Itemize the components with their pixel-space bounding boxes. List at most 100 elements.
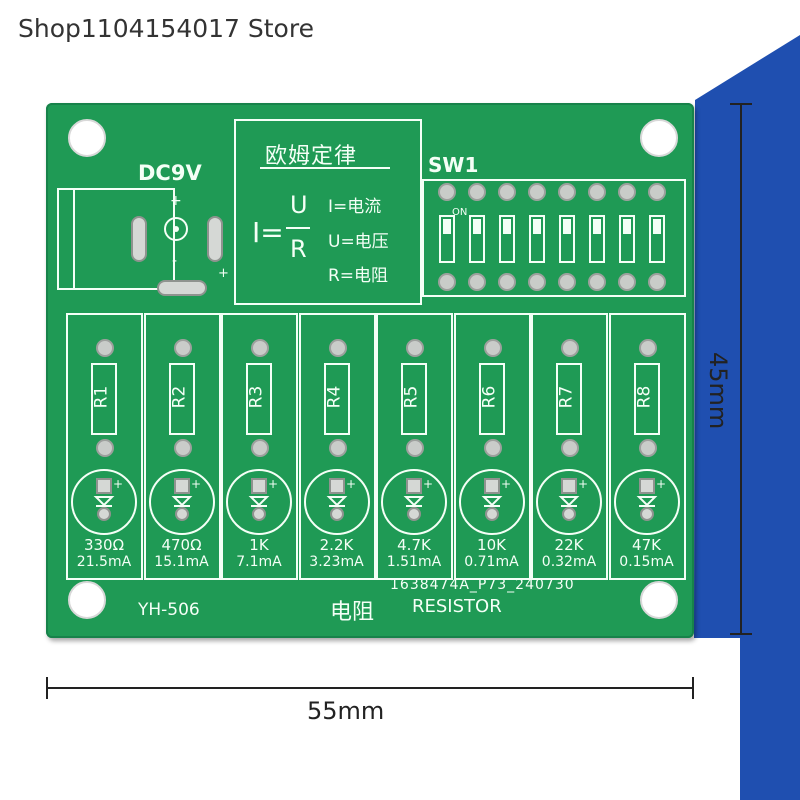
switch-label: SW1 (428, 153, 479, 177)
switch-pad (528, 273, 546, 291)
legend-voltage: U=电压 (328, 232, 389, 252)
ohms-law-box (234, 119, 422, 305)
switch-pad (648, 183, 666, 201)
svg-text:+: + (501, 477, 511, 491)
height-dimension-tick (730, 633, 752, 635)
resistor-pad (328, 339, 347, 357)
resistor-pad (96, 339, 114, 357)
pcb-board: DC9V + - + 欧姆定律 I= U R I=电流 U=电压 R=电阻 SW… (46, 103, 694, 638)
resistor-pad (251, 439, 269, 457)
part-number: 1638474A_P73_240730 (390, 577, 575, 593)
width-dimension-line (46, 687, 694, 689)
dip-switch-position (559, 215, 575, 263)
dip-switch-position (649, 215, 665, 263)
resistor-outline (246, 363, 272, 435)
led-current: 15.1mA (154, 554, 209, 570)
height-dimension-tick (730, 103, 752, 105)
svg-text:+: + (170, 193, 182, 209)
title-underline (260, 167, 390, 169)
resistor-ref-label: R8 (633, 385, 654, 409)
led-current: 3.23mA (309, 554, 364, 570)
led-outline (148, 469, 215, 535)
dip-switch-knob (533, 219, 541, 234)
model-label: YH-506 (138, 600, 200, 620)
board-title-chinese: 电阻 (330, 600, 375, 625)
resistor-value: 1K (249, 536, 269, 554)
resistor-pad (561, 339, 579, 357)
dip-switch-position (529, 215, 545, 263)
led-icon: + (403, 477, 433, 521)
dip-switch-knob (503, 219, 511, 234)
ohms-law-title: 欧姆定律 (265, 144, 358, 169)
switch-pad (648, 273, 666, 291)
formula-numerator: U (290, 191, 308, 219)
led-outline (381, 469, 447, 535)
dip-switch-position (499, 215, 515, 263)
resistor-outline (91, 363, 117, 435)
resistor-pad (96, 439, 114, 457)
switch-pad (618, 273, 636, 291)
width-dimension-tick (692, 677, 694, 699)
resistor-cell (453, 313, 531, 580)
led-outline (71, 469, 137, 535)
svg-text:+: + (346, 477, 356, 491)
resistor-pad (173, 439, 192, 457)
dip-switch-position (589, 215, 605, 263)
resistor-outline (168, 363, 195, 435)
switch-pad (468, 273, 486, 291)
resistor-outline (401, 363, 427, 435)
switch-pad (588, 273, 606, 291)
dip-switch-knob (443, 219, 451, 234)
formula-denominator: R (290, 235, 307, 263)
resistor-pad (483, 439, 502, 457)
resistor-cell (376, 313, 453, 580)
led-current: 21.5mA (76, 554, 132, 570)
switch-pad (438, 183, 456, 201)
resistor-ref-label: R7 (556, 385, 577, 409)
resistor-value: 47K (632, 536, 661, 554)
resistor-pad (483, 339, 502, 357)
resistor-pad (406, 439, 424, 457)
dip-switch-outline (422, 179, 686, 297)
led-outline (303, 469, 370, 535)
dip-switch-knob (563, 219, 571, 234)
led-outline (613, 469, 680, 535)
resistor-pad (173, 339, 192, 357)
resistor-cell (143, 313, 221, 580)
resistor-ref-label: R3 (246, 385, 267, 409)
switch-pad (468, 183, 486, 201)
led-icon: + (326, 477, 356, 521)
height-dimension-line (740, 104, 742, 634)
led-icon: + (558, 477, 588, 521)
led-current: 0.32mA (541, 554, 597, 570)
led-outline (226, 469, 292, 535)
led-icon: + (248, 477, 278, 521)
svg-text:+: + (268, 477, 278, 491)
mounting-hole (640, 581, 678, 619)
svg-text:+: + (578, 477, 588, 491)
resistor-pad (328, 439, 347, 457)
height-dimension-label: 45mm (704, 352, 732, 430)
resistor-value: 10K (477, 536, 506, 554)
resistor-cell (531, 313, 608, 580)
led-current: 1.51mA (386, 554, 442, 570)
resistor-ref-label: R1 (91, 385, 112, 409)
svg-text:+: + (423, 477, 433, 491)
resistor-cell (221, 313, 298, 580)
led-outline (536, 469, 602, 535)
resistor-cell (66, 313, 143, 580)
switch-pad (498, 183, 516, 201)
switch-pad (558, 273, 576, 291)
switch-pad (618, 183, 636, 201)
dip-switch-knob (653, 219, 661, 234)
mounting-hole (68, 119, 106, 157)
dip-switch-knob (593, 219, 601, 234)
led-icon: + (481, 477, 511, 521)
svg-text:+: + (113, 477, 123, 491)
resistor-value: 22K (554, 536, 584, 554)
resistor-ref-label: R4 (323, 385, 344, 409)
switch-pad (438, 273, 456, 291)
svg-text:+: + (656, 477, 666, 491)
resistor-ref-label: R2 (168, 385, 189, 409)
resistor-value: 4.7K (397, 536, 431, 554)
